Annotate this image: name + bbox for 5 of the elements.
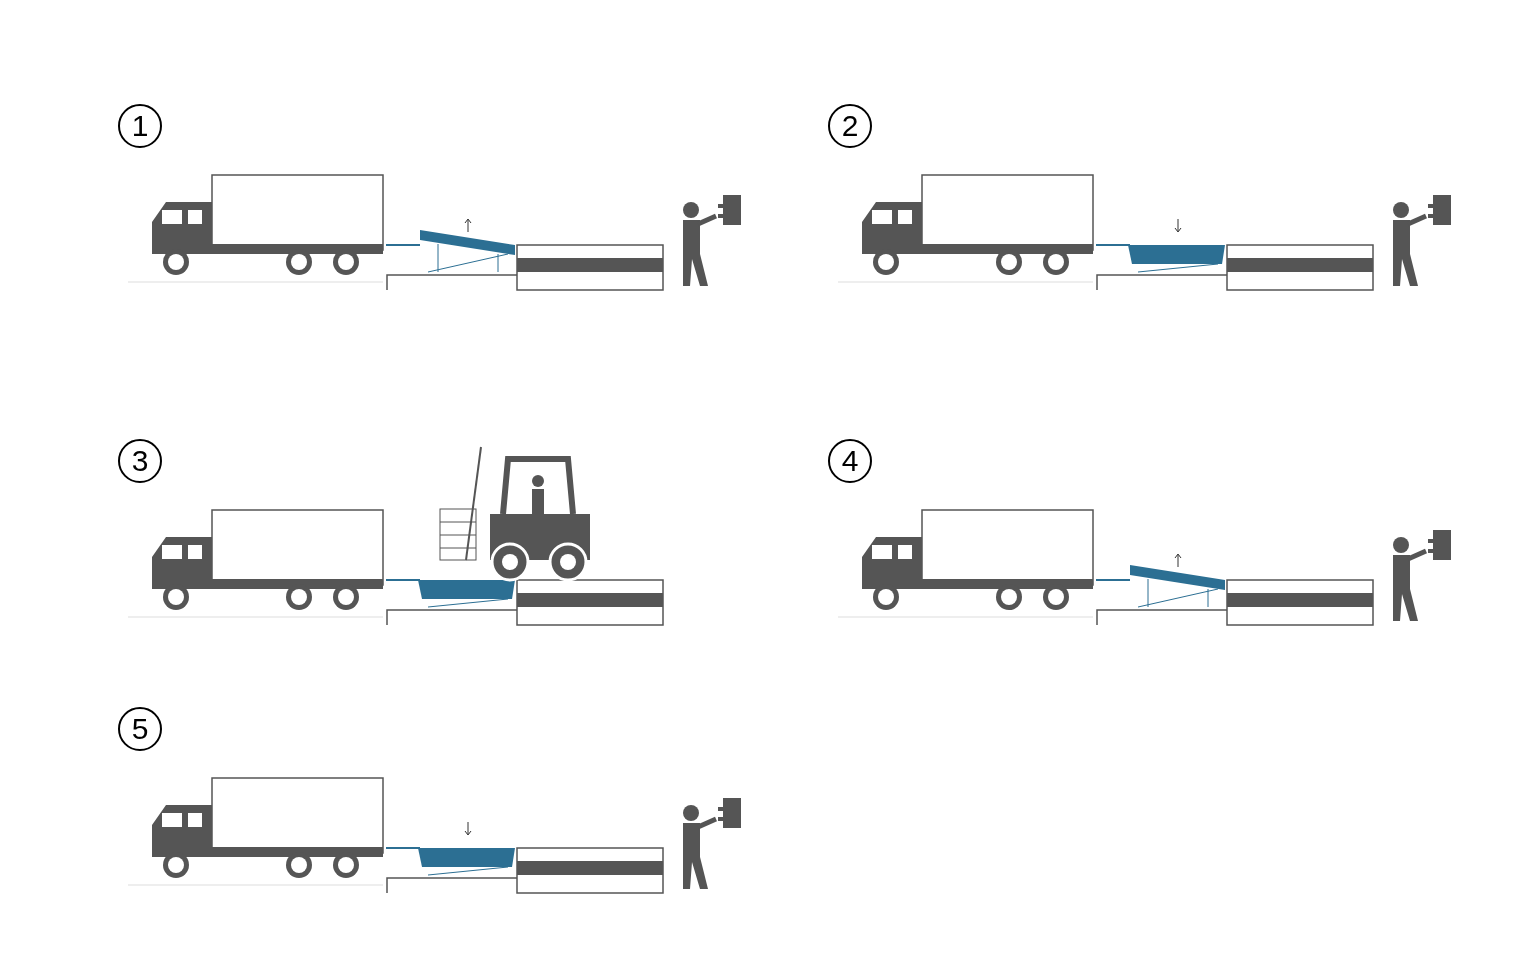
callout-number: 2: [828, 104, 872, 148]
callout-number: 5: [118, 707, 162, 751]
callout-number: 4: [828, 439, 872, 483]
callout-number: 3: [118, 439, 162, 483]
callout-number: 1: [118, 104, 162, 148]
